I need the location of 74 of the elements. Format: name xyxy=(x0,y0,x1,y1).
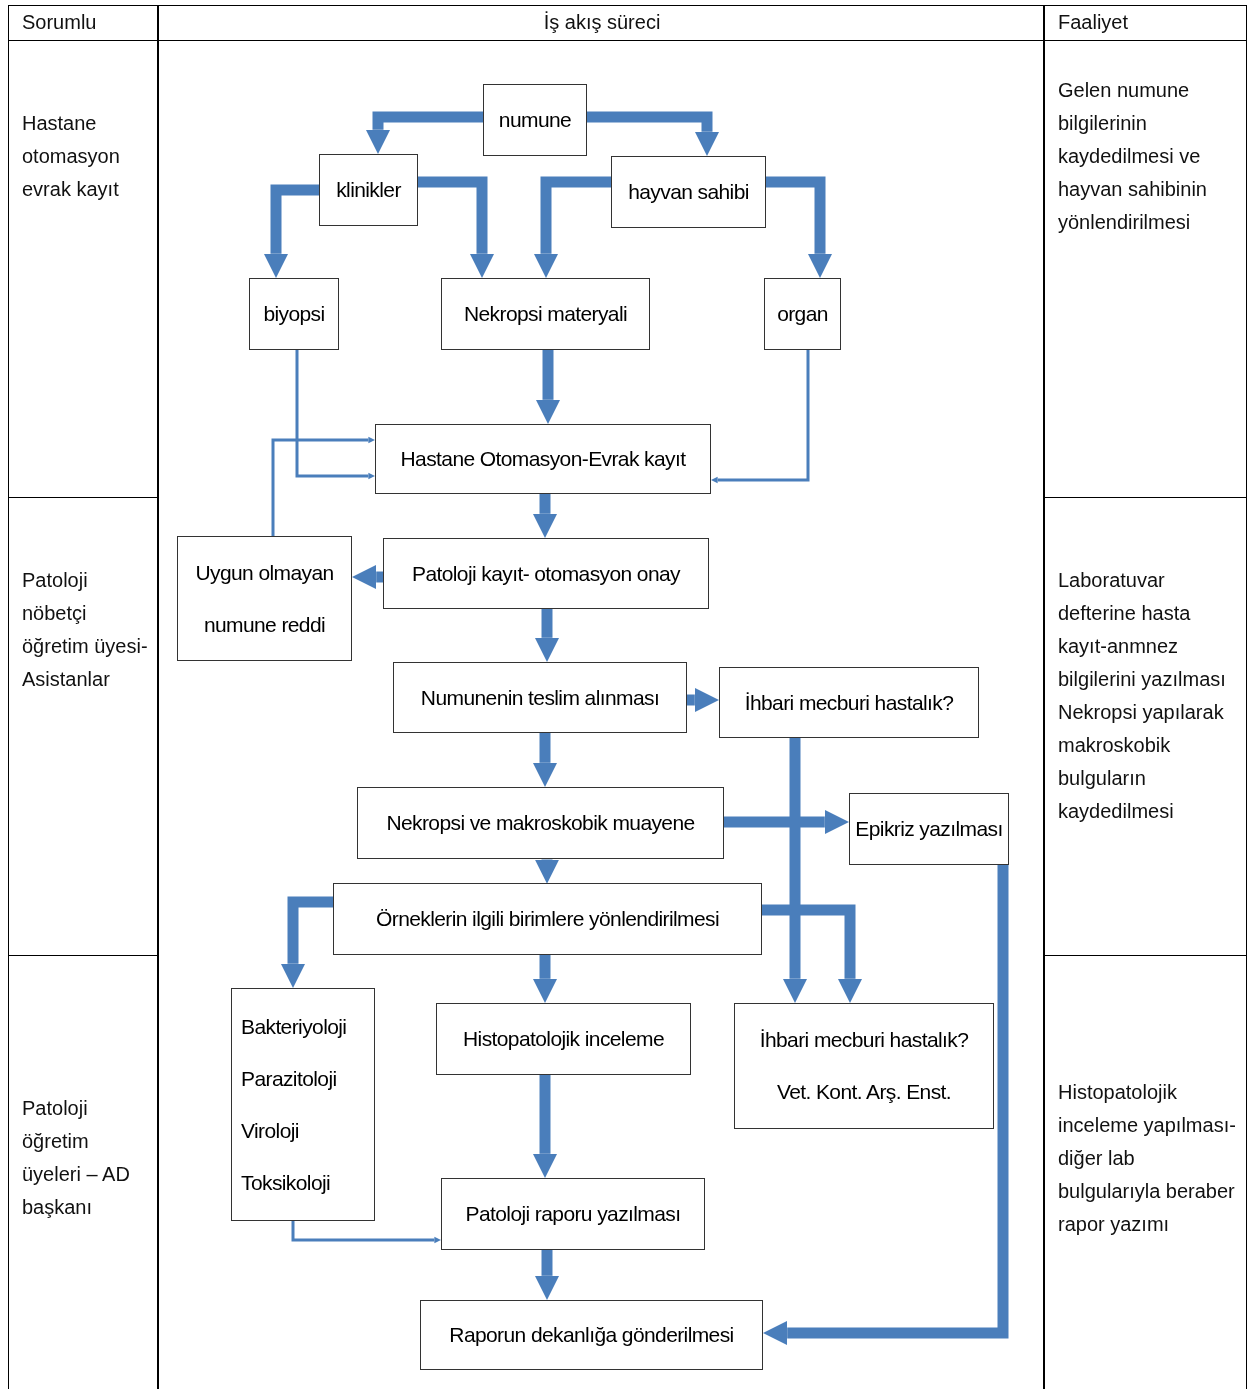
process-box xyxy=(249,278,339,350)
arrow xyxy=(535,350,561,424)
node-text: hayvan sahibi xyxy=(628,179,749,205)
arrow xyxy=(587,111,720,156)
node-text: Nekropsi ve makroskobik muayene xyxy=(386,810,695,836)
process-box xyxy=(393,662,687,733)
arrow xyxy=(365,111,483,154)
node-text: Örneklerin ilgili birimlere yönlendirilmesi xyxy=(376,906,719,932)
arrow xyxy=(711,350,810,484)
arrow xyxy=(724,809,849,835)
node-text: Numunenin teslim alınması xyxy=(420,684,660,711)
node-text: Patoloji kayıt- otomasyon onay xyxy=(412,560,680,587)
node-text: İhbari mecburi hastalık? xyxy=(744,689,954,716)
node-text: Epikriz yazılması xyxy=(855,816,1003,842)
node-text: organ xyxy=(777,301,828,327)
node-text: Patoloji raporu yazılması xyxy=(465,1201,681,1227)
process-box xyxy=(611,156,766,228)
arrow xyxy=(766,176,833,278)
arrow xyxy=(687,687,719,713)
process-box xyxy=(734,1003,994,1129)
column-header: Faaliyet xyxy=(1058,10,1130,35)
node-text: Uygun olmayan numune reddi xyxy=(194,559,335,638)
process-box xyxy=(333,883,762,955)
arrow xyxy=(532,733,558,787)
column-header: Sorumlu xyxy=(22,10,98,35)
process-box xyxy=(319,154,418,226)
role-text: Hastane otomasyon evrak kayıt xyxy=(22,111,121,202)
arrow xyxy=(532,1075,558,1178)
process-box xyxy=(441,278,650,350)
activity-text: Laboratuvar defterine hasta kayıt-anmnez bilgilerini yazılması Nekropsi yapılarak makroskobik bulguların kaydedilmesi xyxy=(1058,568,1227,824)
column-header: İş akış süreci xyxy=(542,10,662,35)
arrow xyxy=(533,176,611,278)
process-box xyxy=(383,538,709,609)
node-text: İhbari mecburi hastalık? xyxy=(759,1027,969,1053)
process-box xyxy=(420,1300,763,1370)
arrow xyxy=(534,1250,560,1300)
role-text: Patoloji nöbetçi öğretim üyesi-Asistanlar xyxy=(22,568,149,692)
arrow xyxy=(762,904,863,1003)
node-text: klinikler xyxy=(336,177,401,203)
process-box xyxy=(177,536,352,661)
process-box xyxy=(436,1003,691,1075)
arrow xyxy=(763,865,1009,1346)
arrow xyxy=(782,738,808,1003)
node-text: Parazitoloji xyxy=(241,1065,337,1092)
process-box xyxy=(764,278,841,350)
node-text: Histopatolojik inceleme xyxy=(463,1026,664,1052)
node-text: numune xyxy=(498,107,572,133)
process-box xyxy=(357,787,724,859)
process-box xyxy=(719,667,979,738)
node-text: Toksikoloji xyxy=(241,1169,331,1196)
process-box xyxy=(375,424,711,494)
node-text: Vet. Kont. Arş. Enst. xyxy=(776,1079,952,1105)
node-text: Viroloji xyxy=(241,1117,299,1144)
arrow xyxy=(532,955,558,1003)
activity-text: Histopatolojik inceleme yapılması- diğer lab bulgularıyla beraber rapor yazımı xyxy=(1058,1080,1237,1237)
node-text: Nekropsi materyali xyxy=(463,301,628,327)
process-box xyxy=(483,84,587,156)
arrow xyxy=(271,436,375,536)
node-text: biyopsi xyxy=(263,301,325,327)
arrow xyxy=(291,1221,441,1244)
process-box xyxy=(441,1178,705,1250)
list-box xyxy=(231,988,375,1221)
arrow xyxy=(534,859,560,884)
node-text: Hastane Otomasyon-Evrak kayıt xyxy=(400,446,686,472)
node-text: Bakteriyoloji xyxy=(241,1013,347,1040)
arrow xyxy=(418,176,495,278)
activity-text: Gelen numune bilgilerinin kaydedilmesi ve hayvan sahibinin yönlendirilmesi xyxy=(1058,78,1208,235)
node-text: Raporun dekanlığa gönderilmesi xyxy=(449,1322,734,1348)
process-box xyxy=(849,793,1009,865)
arrow xyxy=(534,609,560,662)
arrow xyxy=(295,350,375,480)
arrow xyxy=(352,564,383,590)
role-text: Patoloji öğretim üyeleri – AD başkanı xyxy=(22,1096,131,1220)
arrow xyxy=(532,494,558,538)
